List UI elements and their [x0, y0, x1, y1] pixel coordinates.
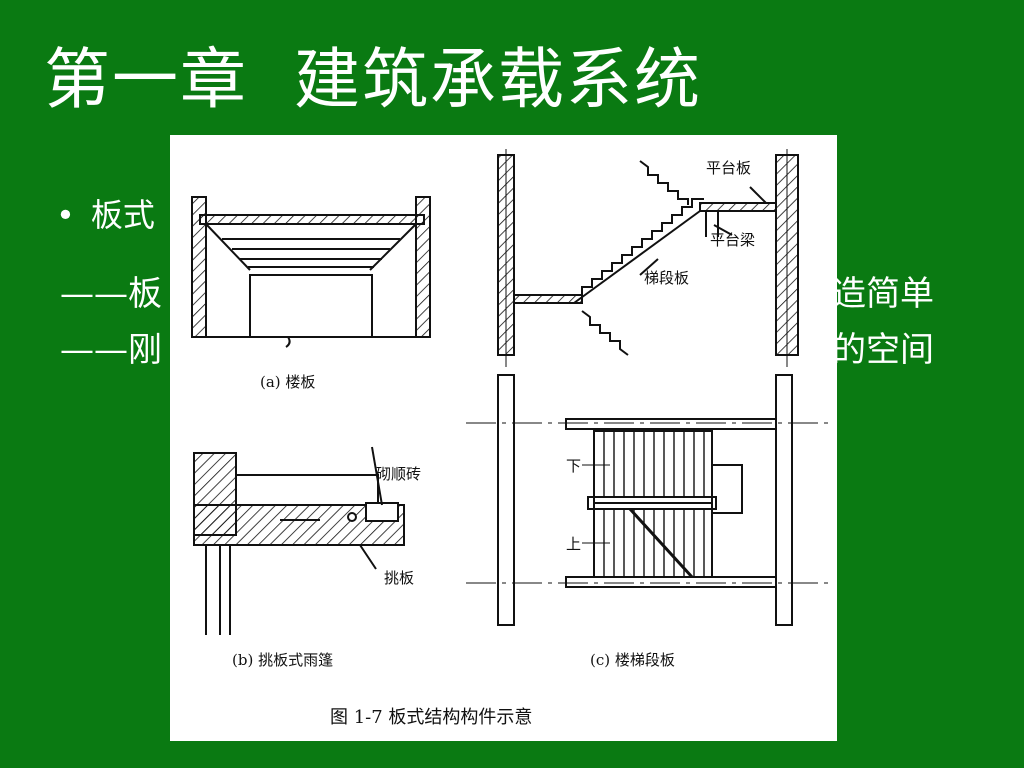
panel-a-caption: (a) 楼板 [260, 373, 315, 391]
label-pingtaiban: 平台板 [706, 159, 751, 177]
figure-caption: 图 1-7 板式结构构件示意 [330, 707, 532, 728]
panel-b-caption: (b) 挑板式雨篷 [232, 651, 333, 669]
label-tiaoban: 挑板 [384, 569, 414, 587]
panel-b-canopy [193, 446, 405, 635]
label-shang: 上 [566, 535, 581, 553]
figure-drawing: (a) 楼板 砌顺砖 挑板 (b) 挑板式雨篷 [191, 149, 828, 728]
panel-c-caption: (c) 楼梯段板 [590, 651, 675, 669]
label-pingtailiang: 平台梁 [710, 231, 755, 249]
text-line-2-head: ——刚 [60, 330, 162, 370]
bullet-dot: • [56, 196, 75, 234]
panel-a-floor-slab [191, 196, 431, 348]
panel-c-stair-plan [466, 374, 828, 626]
stair-treads [603, 431, 705, 577]
label-qishunzhuan: 砌顺砖 [376, 465, 421, 483]
structure-figure: (a) 楼板 砌顺砖 挑板 (b) 挑板式雨篷 [170, 135, 837, 741]
text-line-2-tail: 的空间 [832, 330, 934, 370]
label-tiduanban: 梯段板 [644, 269, 689, 287]
label-xia: 下 [566, 457, 581, 475]
text-line-1-tail: 造简单 [832, 274, 934, 314]
slide-title: 第一章 建筑承载系统 [44, 41, 702, 118]
bullet-text: 板式 [90, 196, 155, 234]
panel-c-stair-section [497, 149, 799, 367]
text-line-1-head: ——板 [60, 274, 162, 314]
bullet-item: • 板式 [56, 190, 155, 236]
